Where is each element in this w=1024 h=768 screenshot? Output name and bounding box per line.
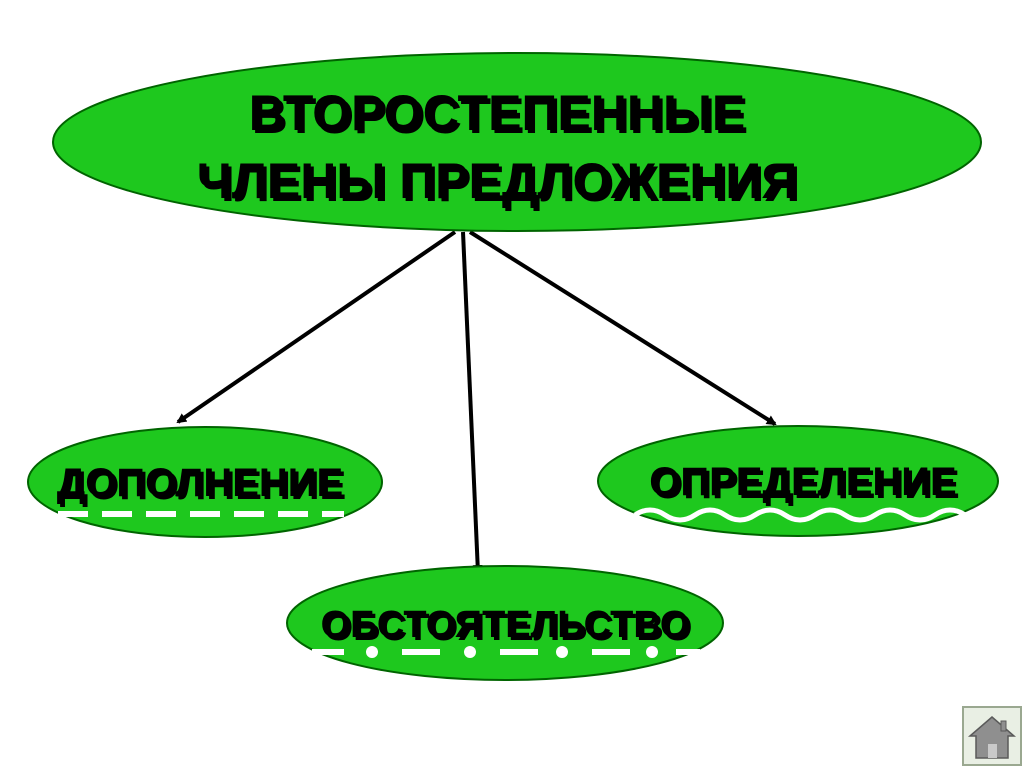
node-dopolnenie-label-shadow: ДОПОЛНЕНИЕ (60, 464, 346, 508)
node-opredelenie-label-shadow: ОПРЕДЕЛЕНИЕ (652, 463, 959, 507)
node-dopolnenie: ДОПОЛНЕНИЕ ДОПОЛНЕНИЕ (27, 426, 383, 538)
root-title-line2: ЧЛЕНЫ ПРЕДЛОЖЕНИЯ (197, 153, 798, 209)
node-dopolnenie-label: ДОПОЛНЕНИЕ (57, 461, 343, 505)
home-button[interactable] (962, 706, 1022, 766)
home-icon (967, 716, 1017, 759)
underline-dash-dot (312, 646, 700, 658)
root-title-line1-shadow: ВТОРОСТЕПЕННЫЕ (252, 88, 749, 144)
node-opredelenie-label: ОПРЕДЕЛЕНИЕ (649, 460, 956, 504)
node-opredelenie: ОПРЕДЕЛЕНИЕ ОПРЕДЕЛЕНИЕ (597, 425, 999, 537)
root-title-line1: ВТОРОСТЕПЕННЫЕ (249, 85, 746, 141)
arrows (176, 230, 777, 575)
root-node: ВТОРОСТЕПЕННЫЕ ВТОРОСТЕПЕННЫЕ ЧЛЕНЫ ПРЕД… (52, 52, 982, 232)
node-obstoyatelstvo-label-shadow: ОБСТОЯТЕЛЬСТВО (324, 607, 693, 649)
underline-wavy (633, 507, 967, 523)
node-opredelenie-ellipse (597, 425, 999, 537)
node-obstoyatelstvo: ОБСТОЯТЕЛЬСТВО ОБСТОЯТЕЛЬСТВО (286, 565, 724, 681)
node-dopolnenie-ellipse (27, 426, 383, 538)
root-title-line2-shadow: ЧЛЕНЫ ПРЕДЛОЖЕНИЯ (200, 156, 801, 212)
arrow-to-dopolnenie (176, 230, 457, 424)
root-ellipse (52, 52, 982, 232)
arrow-to-obstoyatelstvo (461, 231, 483, 575)
node-obstoyatelstvo-label: ОБСТОЯТЕЛЬСТВО (321, 604, 690, 646)
arrow-to-opredelenie (468, 230, 777, 426)
